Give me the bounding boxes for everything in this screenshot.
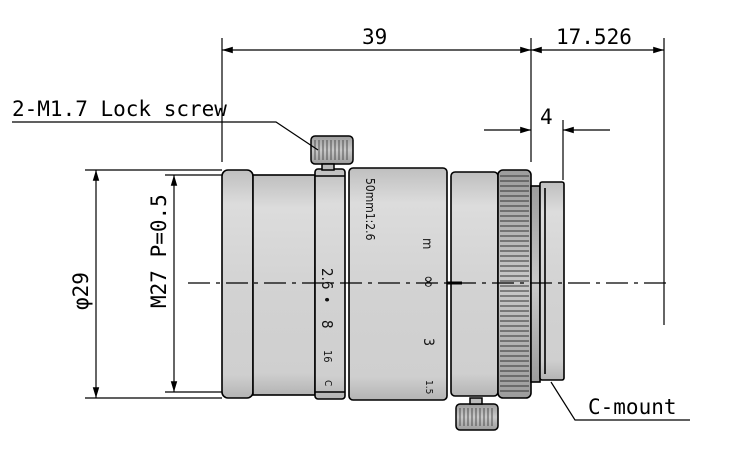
dim-mount-depth: 4 [540,105,553,129]
lock-screw-bottom [455,397,499,431]
front-rim [221,169,254,399]
aperture-8-text: 8 [318,320,336,329]
infinity-text: ∞ [418,275,439,289]
dimension-lines [12,38,690,421]
lens-engravings: 50mm1:2.6 m ∞ 3 1.5 2.6 • 8 16 C [318,178,439,394]
dim-overall-length: 39 [362,25,387,49]
aperture-16-text: 16 [321,350,334,363]
distance-15-text: 1.5 [423,380,434,394]
mount-flange [530,185,541,383]
aperture-26-text: 2.6 [318,268,336,289]
distance-unit-text: m [419,238,434,249]
distance-3-text: 3 [420,338,436,346]
lock-screw-top [310,135,354,171]
dim-outer-diameter: φ29 [69,272,93,310]
lens-body [221,167,565,401]
aperture-c-text: C [322,380,333,386]
c-mount-callout: C-mount [588,395,677,419]
lens-spec-text: 50mm1:2.6 [363,178,377,241]
aperture-dot-text: • [318,296,334,303]
knurled-ring [497,169,532,399]
dim-filter-thread: M27 P=0.5 [147,194,171,308]
mount-thread [539,181,565,381]
knurl-pattern [500,175,529,392]
front-barrel [252,174,316,396]
dim-flange-back: 17.526 [556,25,632,49]
lock-screw-callout: 2-M1.7 Lock screw [12,97,227,121]
